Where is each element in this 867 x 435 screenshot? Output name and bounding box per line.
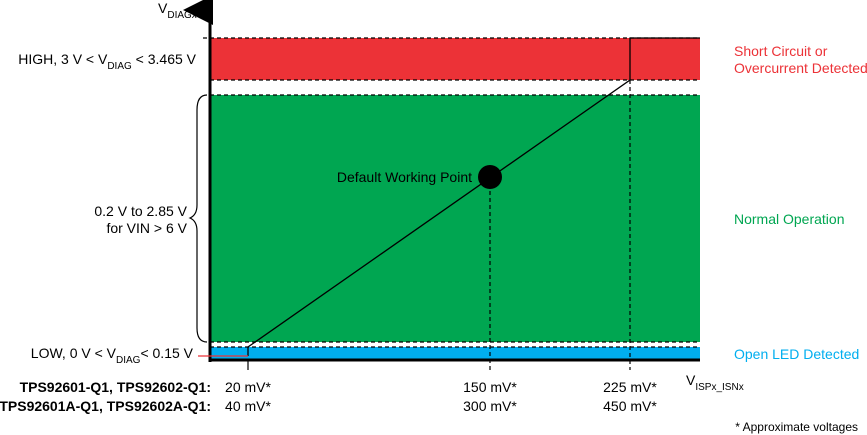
svg-text:VDIAGx: VDIAGx — [158, 0, 197, 21]
short-circuit-band — [210, 38, 700, 80]
open-led-band — [210, 347, 700, 360]
svg-text:450 mV*: 450 mV* — [603, 398, 657, 414]
normal-operation-band — [210, 95, 700, 342]
normal-operation-label: Normal Operation — [734, 211, 845, 227]
device-row-1: TPS92601-Q1, TPS92602-Q1: — [20, 379, 211, 395]
y-axis-label: V — [158, 0, 168, 16]
open-led-label: Open LED Detected — [734, 346, 859, 362]
working-point-label: Default Working Point — [337, 169, 472, 185]
device-row-2: TPS92601A-Q1, TPS92602A-Q1: — [0, 398, 211, 414]
svg-text:for VIN > 6 V: for VIN > 6 V — [106, 220, 187, 236]
threshold-dashed-lines — [203, 37, 700, 370]
x-axis-label: V — [686, 372, 696, 388]
svg-text:225 mV*: 225 mV* — [603, 379, 657, 395]
high-level-label: HIGH, 3 V < VDIAG < 3.465 V — [18, 51, 196, 72]
svg-text:150 mV*: 150 mV* — [463, 379, 517, 395]
footnote: * Approximate voltages — [735, 420, 858, 434]
low-level-label: LOW, 0 V < VDIAG< 0.15 V — [31, 345, 194, 366]
svg-text:20 mV*: 20 mV* — [225, 379, 271, 395]
transfer-line — [247, 37, 700, 356]
svg-text:VISPx_ISNx: VISPx_ISNx — [686, 372, 744, 393]
svg-text:40 mV*: 40 mV* — [225, 398, 271, 414]
svg-text:Overcurrent Detected: Overcurrent Detected — [734, 60, 867, 76]
normal-range-label: 0.2 V to 2.85 V — [94, 203, 187, 219]
svg-text:300 mV*: 300 mV* — [463, 398, 517, 414]
short-circuit-label: Short Circuit or — [734, 43, 828, 59]
default-working-point — [478, 165, 502, 189]
range-brace — [188, 94, 208, 343]
